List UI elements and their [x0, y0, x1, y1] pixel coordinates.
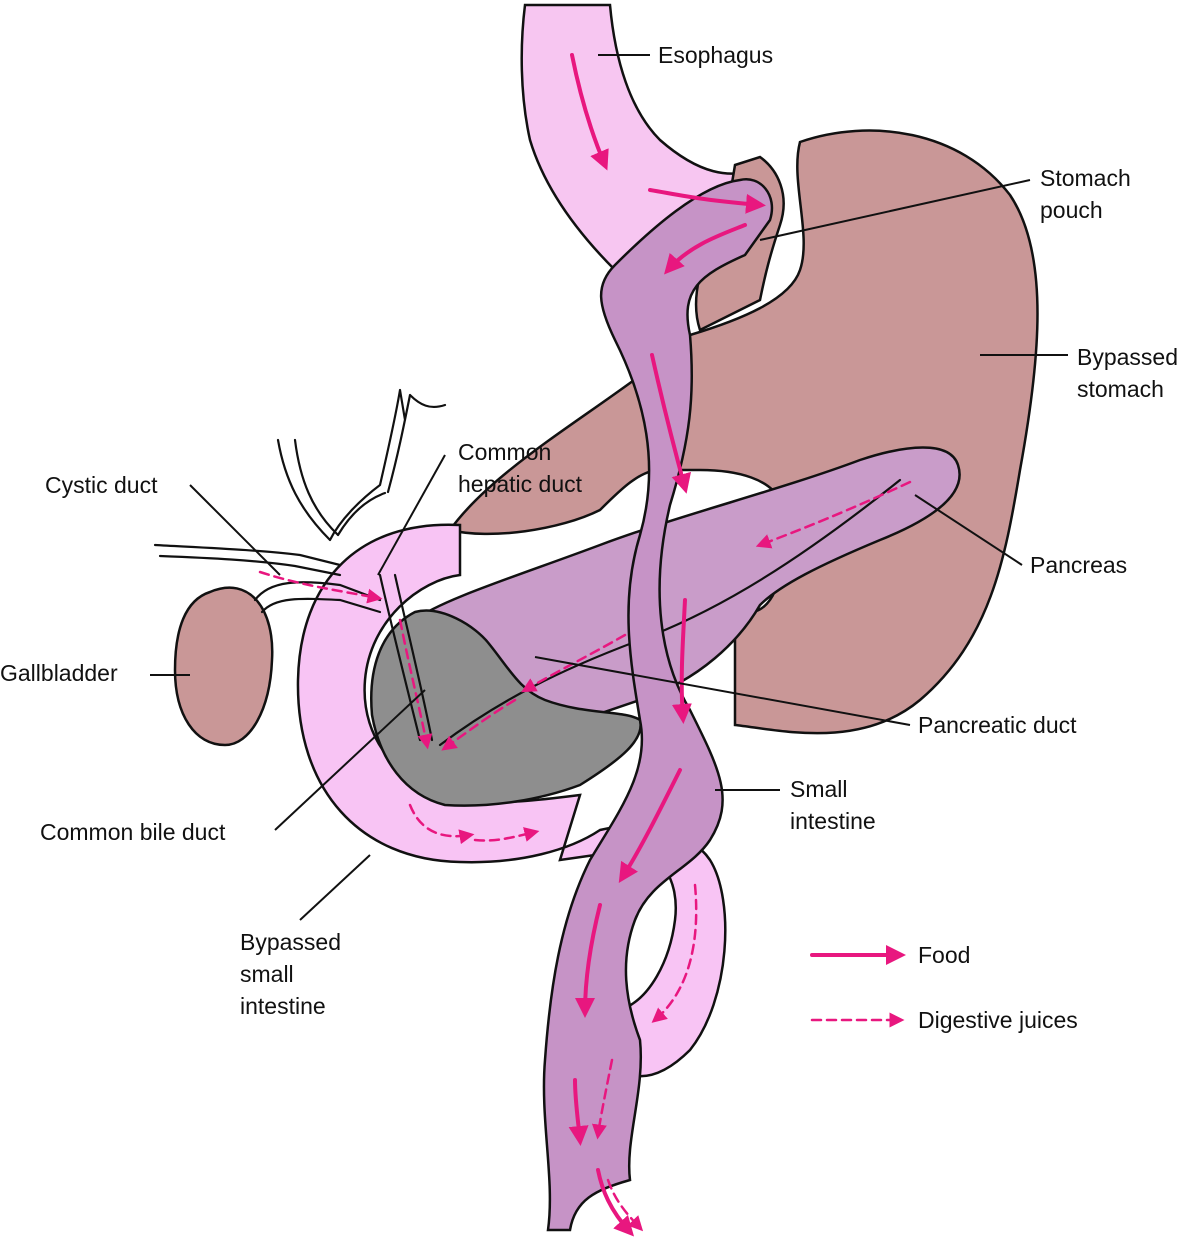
- hepatic-duct-branches: [153, 388, 447, 577]
- leader-bypassed-small: [299, 854, 371, 921]
- legend-juices-label: Digestive juices: [918, 1007, 1078, 1033]
- food-arrow: [618, 768, 682, 884]
- label-stomach-pouch-line1: Stomach: [1040, 165, 1131, 191]
- label-bypassed-small-line1: Bypassed: [240, 929, 341, 955]
- juice-arrow: [408, 803, 475, 845]
- label-esophagus: Esophagus: [658, 42, 773, 68]
- food-arrow: [650, 353, 691, 494]
- label-bypassed-small-line2: small: [240, 961, 294, 987]
- leader-stomach-pouch: [759, 179, 1031, 241]
- label-bypassed-stomach-line2: stomach: [1077, 376, 1164, 402]
- leader-lines: [150, 54, 1068, 921]
- labels: Esophagus Stomach pouch Bypassed stomach…: [0, 42, 1178, 1019]
- legend-food-label: Food: [918, 942, 970, 968]
- label-small-intestine-line1: Small: [790, 776, 848, 802]
- juice-arrow: [258, 570, 383, 604]
- label-common-bile-duct: Common bile duct: [40, 819, 226, 845]
- cystic-duct-tube-inner: [260, 597, 382, 614]
- common-bile-duct-tube: [378, 573, 434, 742]
- legend: Food Digestive juices: [810, 942, 1078, 1033]
- juice-arrows: [258, 480, 912, 1232]
- duodenum-shadow: [370, 609, 642, 807]
- food-arrow: [568, 1078, 589, 1146]
- label-gallbladder: Gallbladder: [0, 660, 118, 686]
- juice-arrow: [606, 1178, 644, 1232]
- leader-common-bile-duct: [274, 689, 426, 831]
- label-bypassed-small-line3: intestine: [240, 993, 326, 1019]
- leader-common-hepatic: [377, 454, 446, 576]
- juice-arrow: [473, 827, 540, 842]
- label-common-hepatic-line1: Common: [458, 439, 551, 465]
- food-arrow: [664, 223, 747, 275]
- food-arrow: [596, 1168, 635, 1237]
- label-pancreatic-duct: Pancreatic duct: [918, 712, 1077, 738]
- food-arrow: [575, 903, 602, 1018]
- label-small-intestine-line2: intestine: [790, 808, 876, 834]
- label-stomach-pouch-line2: pouch: [1040, 197, 1103, 223]
- cystic-duct-tube: [253, 581, 382, 602]
- juice-arrow: [651, 883, 698, 1023]
- label-bypassed-stomach-line1: Bypassed: [1077, 344, 1178, 370]
- leader-pancreas: [914, 494, 1023, 566]
- label-common-hepatic-line2: hepatic duct: [458, 471, 583, 497]
- label-pancreas: Pancreas: [1030, 552, 1127, 578]
- juice-arrow: [591, 1058, 614, 1140]
- food-arrow: [570, 53, 609, 171]
- small-intestine-tube: [542, 177, 773, 1232]
- juice-arrow: [755, 480, 912, 549]
- food-arrows: [568, 53, 766, 1237]
- food-arrow: [671, 598, 692, 724]
- label-cystic-duct: Cystic duct: [45, 472, 158, 498]
- leader-pancreatic-duct: [534, 656, 911, 726]
- food-arrow: [648, 188, 766, 214]
- juice-arrow: [398, 618, 433, 750]
- juice-arrow: [441, 698, 517, 751]
- gallbladder-organ: [173, 586, 274, 747]
- leader-cystic-duct: [189, 484, 281, 576]
